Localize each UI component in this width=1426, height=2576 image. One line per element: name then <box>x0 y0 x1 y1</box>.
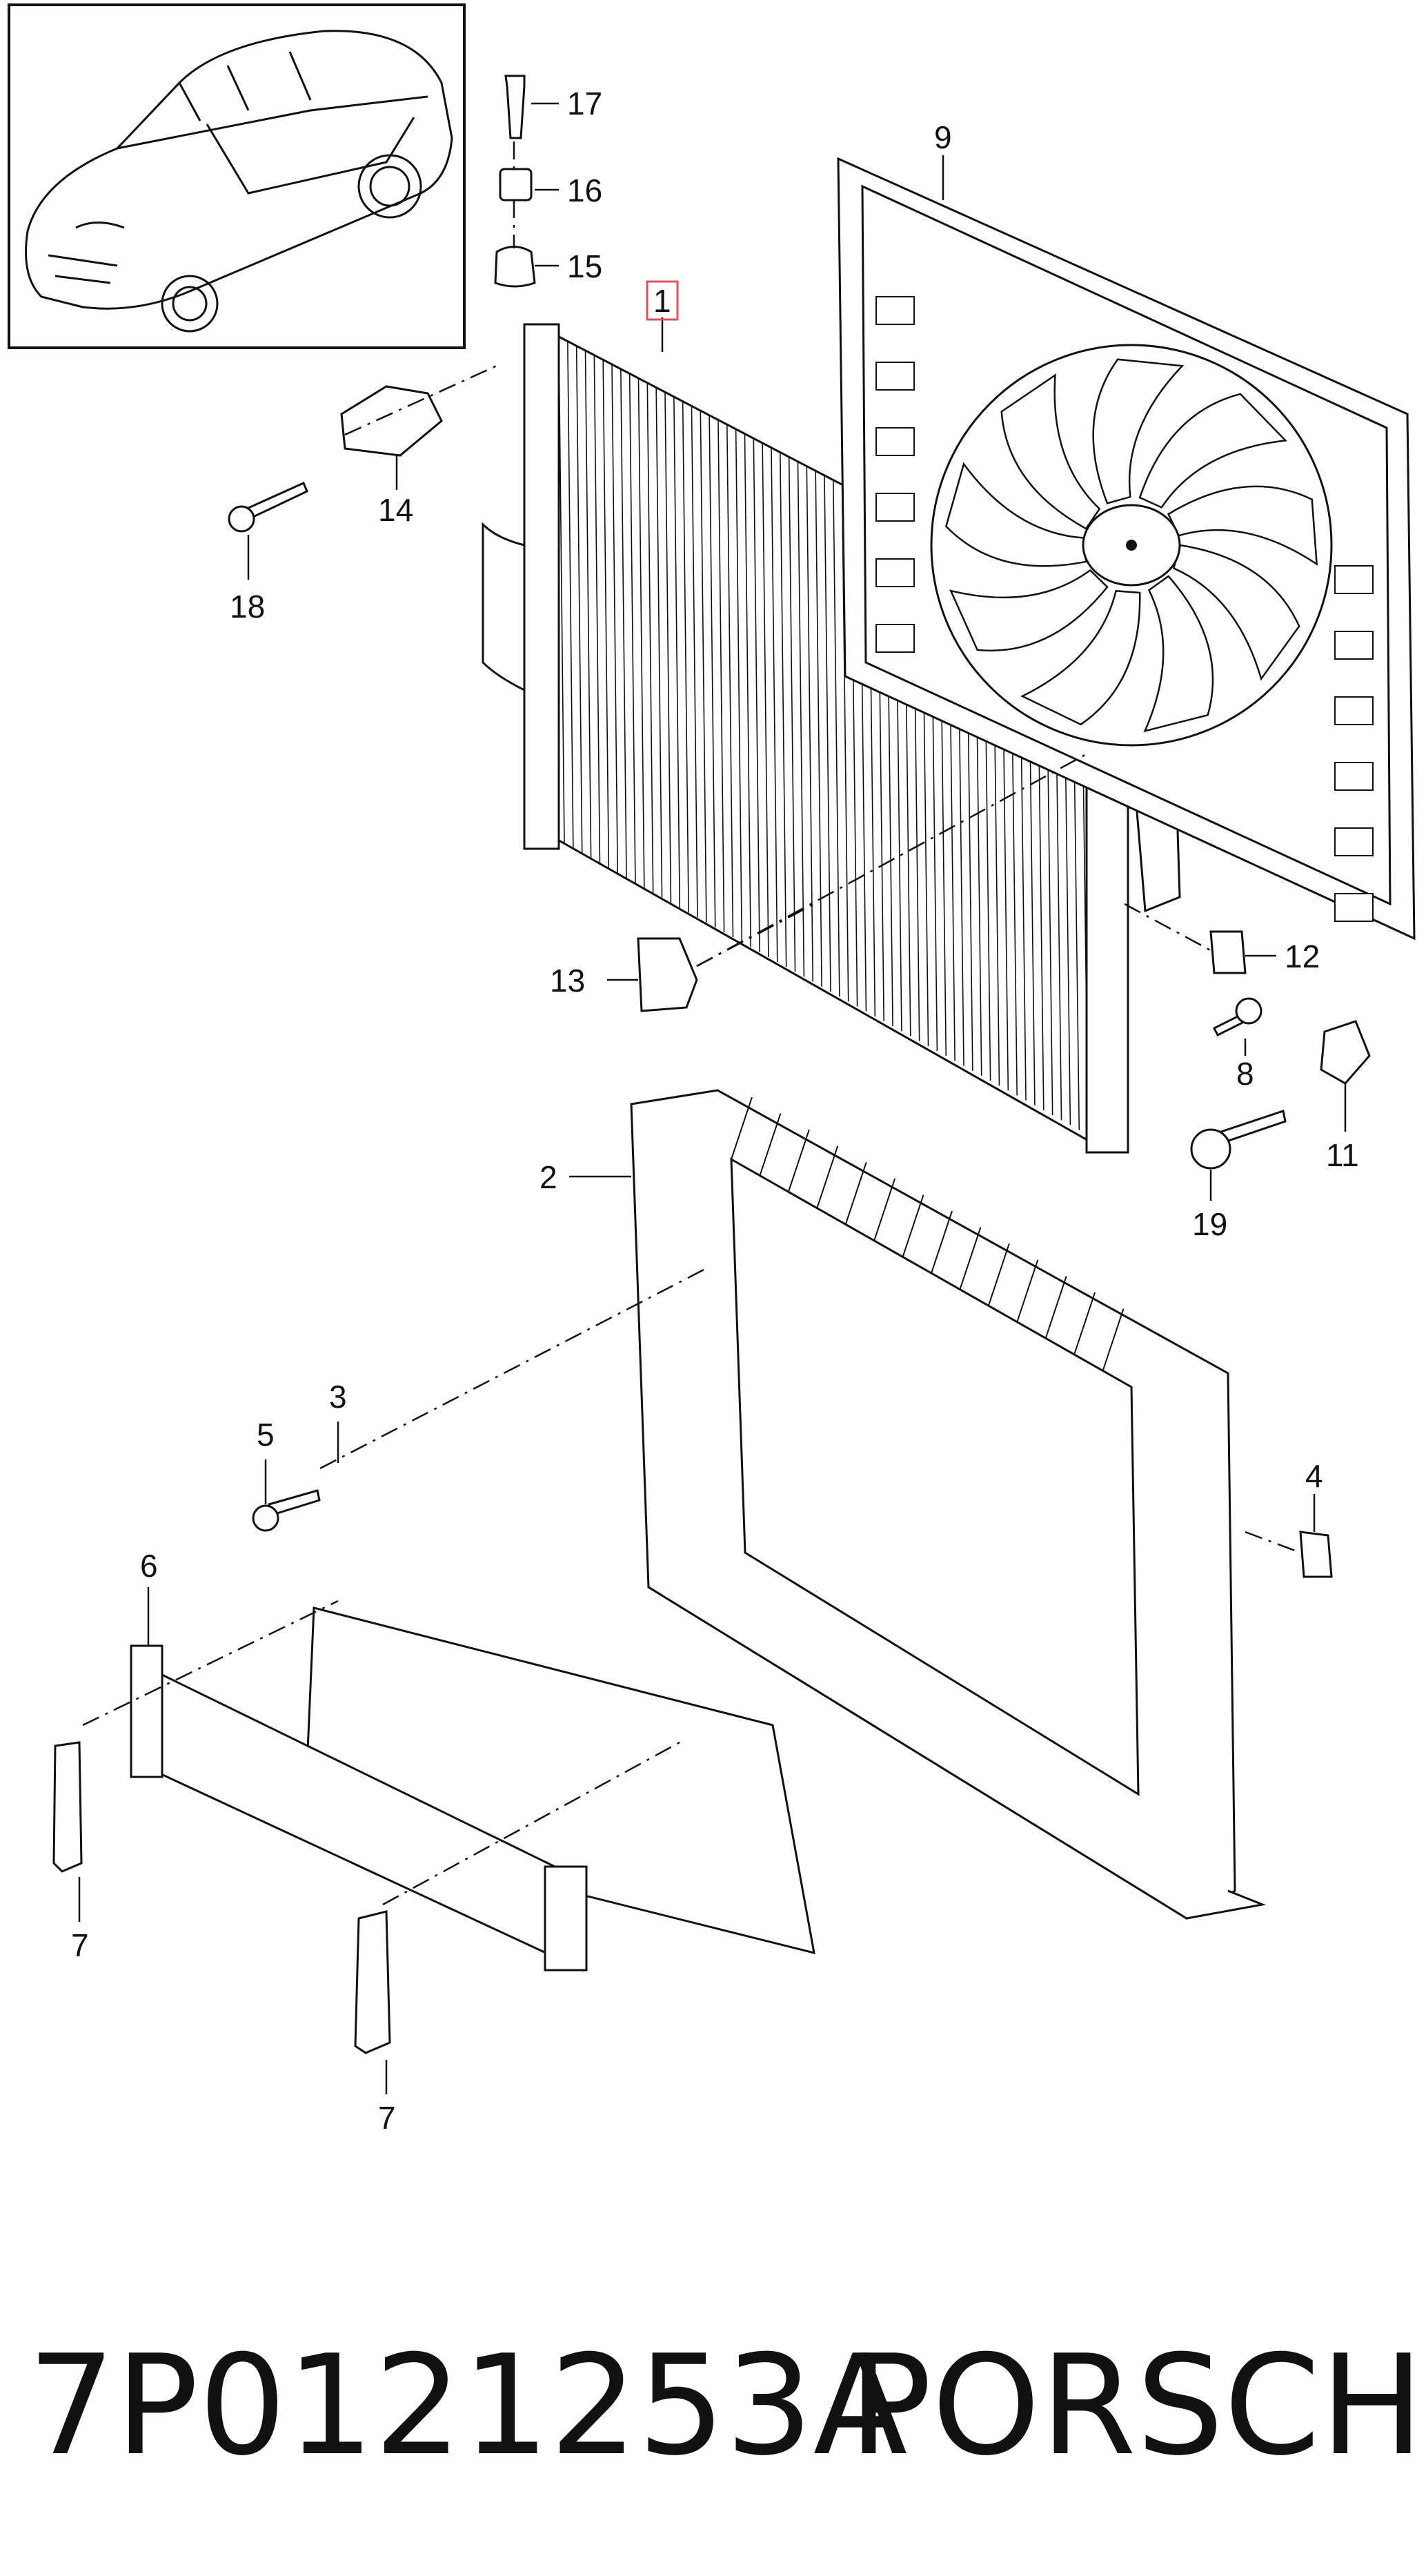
callout-13: 13 <box>550 963 585 999</box>
callout-2: 2 <box>539 1159 557 1195</box>
callout-19: 19 <box>1192 1206 1227 1242</box>
brand-name: PORSCHE <box>849 2326 1426 2486</box>
callout-numbers: 17 16 15 1 9 14 18 13 12 8 11 19 2 3 5 4… <box>71 86 1359 2136</box>
bracket-14-icon <box>340 385 443 457</box>
callout-15: 15 <box>567 248 602 284</box>
callout-12: 12 <box>1285 938 1320 974</box>
callout-16: 16 <box>567 173 602 208</box>
assembly-lines <box>82 141 1301 1906</box>
sensor-11-icon <box>1320 1020 1371 1085</box>
callout-9: 9 <box>934 119 952 155</box>
part-number: 7P0121253A <box>28 2326 907 2486</box>
leader-lines <box>78 102 1347 2094</box>
carrier-frame <box>630 1089 1267 1920</box>
callout-5: 5 <box>257 1417 275 1453</box>
car-illustration-icon <box>25 30 453 333</box>
callout-3: 3 <box>329 1379 347 1415</box>
clip-12-icon <box>1209 930 1247 974</box>
callout-18: 18 <box>230 589 265 625</box>
callout-11: 11 <box>1326 1137 1359 1173</box>
callout-17: 17 <box>567 86 602 121</box>
fan-shroud <box>837 157 1416 941</box>
callout-1: 1 <box>653 283 671 319</box>
footer: 7P0121253A PORSCHE <box>28 2326 1426 2486</box>
callout-14: 14 <box>378 492 413 528</box>
callout-1-highlight-box <box>646 280 679 321</box>
callout-8: 8 <box>1236 1056 1254 1092</box>
clip-13-icon <box>637 937 698 1012</box>
auxiliary-cooler <box>52 1489 1333 2054</box>
callout-4: 4 <box>1305 1458 1323 1494</box>
callout-6: 6 <box>140 1548 158 1584</box>
upper-hardware <box>228 75 1371 1170</box>
vehicle-thumbnail <box>8 3 466 349</box>
clip-4-icon <box>1299 1531 1333 1578</box>
bolt-19-icon <box>1220 1110 1287 1143</box>
clip-17-icon <box>504 75 526 139</box>
fan-blade-icon <box>930 344 1333 747</box>
bracket-7b-icon <box>354 1910 391 2054</box>
callout-7b: 7 <box>378 2100 396 2136</box>
callout-7a: 7 <box>71 1927 89 1963</box>
bushing-16-icon <box>499 168 533 201</box>
mount-15-icon <box>494 246 536 288</box>
bracket-7a-icon <box>52 1741 83 1873</box>
